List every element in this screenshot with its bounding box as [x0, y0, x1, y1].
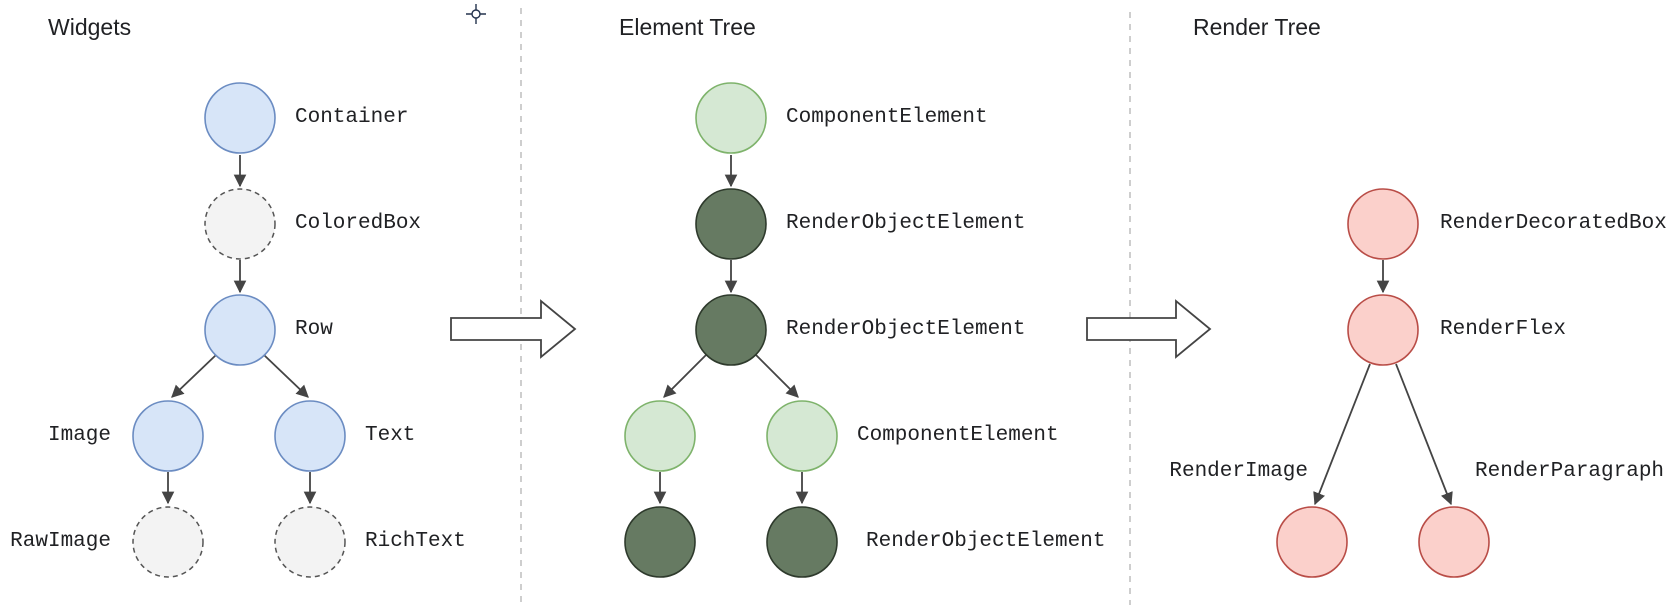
node-render-object-element: [695, 294, 767, 366]
node-label-image: Image: [47, 424, 111, 447]
node-component-element: [766, 400, 838, 472]
node-render-paragraph: [1418, 506, 1490, 578]
node-label-render-object-element: RenderObjectElement: [866, 530, 1106, 553]
node-label-render-object-element: RenderObjectElement: [786, 212, 1026, 235]
edge: [263, 354, 309, 398]
node-label-render-decorated-box: RenderDecoratedBox: [1440, 212, 1667, 235]
node-label-render-paragraph: RenderParagraph: [1475, 460, 1665, 483]
node-render-object-element: [766, 506, 838, 578]
section-title-element-tree: Element Tree: [619, 14, 756, 40]
node-text: [274, 400, 346, 472]
node-raw-image: [132, 506, 204, 578]
node-render-object-element: [695, 188, 767, 260]
edge: [1313, 363, 1371, 506]
section-title-widgets: Widgets: [48, 14, 132, 40]
node-image: [132, 400, 204, 472]
transform-arrow-icon: [1086, 299, 1212, 359]
edge: [1395, 363, 1453, 506]
node-render-image: [1276, 506, 1348, 578]
crosshair-icon: [466, 4, 486, 24]
node-row: [204, 294, 276, 366]
node-render-object-element: [624, 506, 696, 578]
node-label-component-element: ComponentElement: [857, 424, 1059, 447]
node-label-raw-image: RawImage: [10, 530, 111, 553]
node-colored-box: [204, 188, 276, 260]
node-label-render-image: RenderImage: [1169, 460, 1308, 483]
section-title-render-tree: Render Tree: [1193, 14, 1321, 40]
node-label-text: Text: [365, 424, 416, 447]
node-label-colored-box: ColoredBox: [295, 212, 422, 235]
node-rich-text: [274, 506, 346, 578]
node-container: [204, 82, 276, 154]
node-label-rich-text: RichText: [365, 530, 466, 553]
edge: [663, 354, 707, 398]
node-label-container: Container: [295, 106, 409, 129]
edge: [755, 354, 799, 398]
edge: [171, 354, 217, 398]
node-component-element: [695, 82, 767, 154]
transform-arrow-icon: [450, 299, 577, 359]
node-label-render-flex: RenderFlex: [1440, 318, 1567, 341]
node-label-component-element: ComponentElement: [786, 106, 988, 129]
node-render-flex: [1347, 294, 1419, 366]
node-label-row: Row: [295, 318, 333, 341]
node-label-render-object-element: RenderObjectElement: [786, 318, 1026, 341]
node-render-decorated-box: [1347, 188, 1419, 260]
node-component-element: [624, 400, 696, 472]
